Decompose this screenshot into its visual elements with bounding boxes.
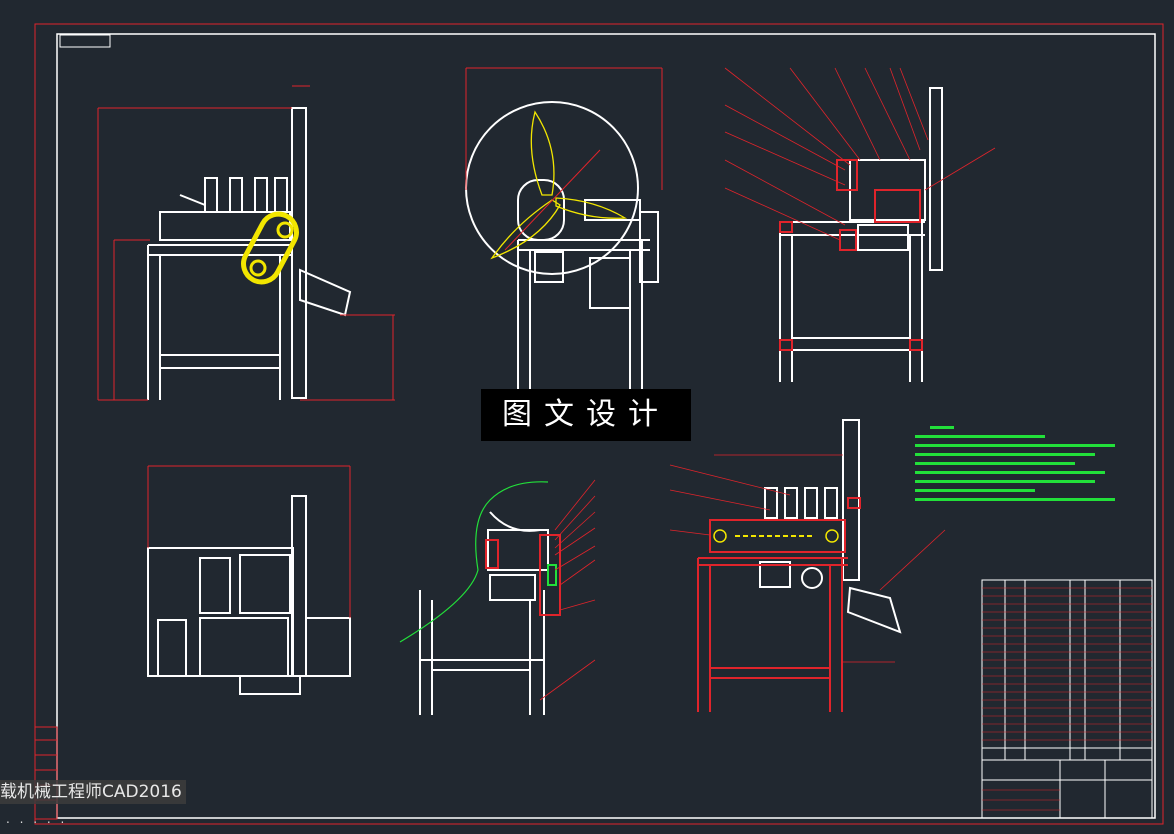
outer-border bbox=[34, 23, 1164, 825]
watermark-label: 图文设计 bbox=[481, 389, 691, 441]
dims-view-2 bbox=[465, 67, 663, 251]
inner-border bbox=[56, 33, 1156, 819]
parts-list-rows bbox=[982, 587, 1152, 811]
loading-dots: . . . . . bbox=[6, 812, 68, 826]
side-view-2-red bbox=[697, 497, 861, 712]
fan-blade-icon bbox=[490, 110, 628, 260]
leader-lines-detail bbox=[539, 479, 596, 701]
dims-view-4 bbox=[147, 465, 351, 618]
section-view-top bbox=[779, 87, 943, 382]
detail-red bbox=[485, 534, 561, 616]
leader-lines-side2 bbox=[669, 454, 946, 663]
plan-view bbox=[147, 495, 351, 695]
sheet-tag bbox=[59, 34, 111, 48]
left-strip bbox=[34, 726, 58, 820]
technical-notes-block bbox=[915, 426, 1115, 501]
side-view-1 bbox=[147, 107, 352, 400]
parts-list-table bbox=[981, 579, 1153, 819]
belt-pulley-icon bbox=[241, 211, 299, 285]
section-view-top-red bbox=[779, 159, 923, 351]
leader-lines-top bbox=[724, 67, 996, 241]
detail-view bbox=[419, 511, 549, 715]
software-caption: 载机械工程师CAD2016 bbox=[0, 780, 186, 804]
dims-view-1 bbox=[97, 85, 395, 401]
front-view bbox=[465, 101, 659, 390]
detail-curve bbox=[399, 481, 549, 643]
